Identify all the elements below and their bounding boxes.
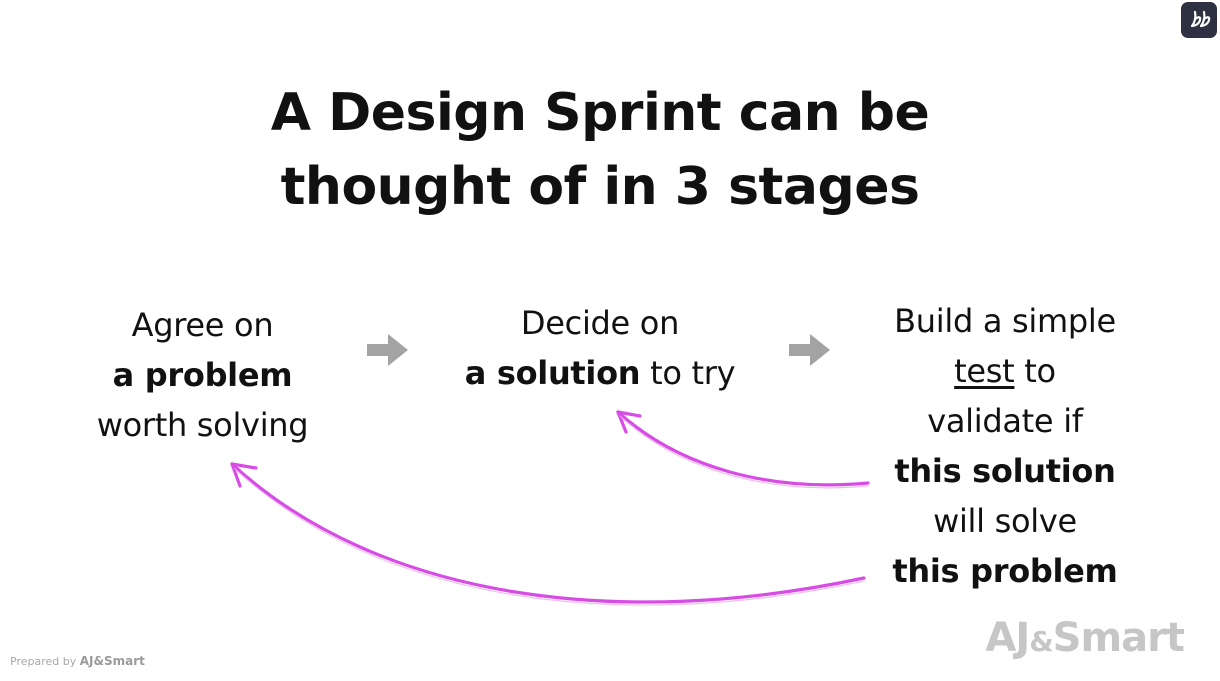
brand-watermark-amp: & xyxy=(1029,625,1053,658)
stage-build-line-1: Build a simple xyxy=(894,302,1116,340)
stage-decide-rest: to try xyxy=(640,354,736,392)
video-logo-icon[interactable] xyxy=(1181,2,1217,38)
curved-arrow-icon xyxy=(230,462,866,604)
title-line-2: thought of in 3 stages xyxy=(280,157,920,217)
stage-build-line-6: this problem xyxy=(860,546,1150,596)
curved-arrow-icon-head xyxy=(616,410,642,434)
stage-decide-bold: a solution xyxy=(464,354,641,392)
stage-build-line-4: this solution xyxy=(860,446,1150,496)
stage-agree-line-3: worth solving xyxy=(96,406,309,444)
title-line-1: A Design Sprint can be xyxy=(270,83,930,143)
stage-decide-line-2: a solution to try xyxy=(430,348,770,398)
stage-agree-line-2: a problem xyxy=(60,350,345,400)
stage-agree-line-1: Agree on xyxy=(131,306,274,344)
prepared-by-label: Prepared by xyxy=(10,655,80,668)
right-arrow-icon xyxy=(789,334,830,366)
stage-decide-line-1: Decide on xyxy=(520,304,680,342)
slide-title: A Design Sprint can be thought of in 3 s… xyxy=(0,76,1200,224)
prepared-by-brand: AJ&Smart xyxy=(79,654,145,668)
stage-decide: Decide on a solution to try xyxy=(430,298,770,398)
stage-agree: Agree on a problem worth solving xyxy=(60,300,345,450)
stage-build-line-5: will solve xyxy=(933,502,1077,540)
curved-arrow-icon-head xyxy=(230,462,258,488)
prepared-by-footer: Prepared by AJ&Smart xyxy=(10,653,145,670)
stage-build-underlined: test xyxy=(954,352,1015,390)
brand-watermark-smart: Smart xyxy=(1052,615,1185,661)
brand-watermark: AJ&Smart xyxy=(985,612,1185,668)
stage-build-line-2: test to xyxy=(860,346,1150,396)
right-arrow-icon xyxy=(367,334,408,366)
brand-watermark-aj: AJ xyxy=(985,615,1030,661)
stage-build-bold-solution: this solution xyxy=(894,452,1116,490)
stage-build-bold-problem: this problem xyxy=(892,552,1118,590)
curved-arrow-icon xyxy=(616,410,870,487)
stage-build: Build a simple test to validate if this … xyxy=(860,296,1150,596)
stage-agree-bold: a problem xyxy=(112,356,293,394)
stage-build-line-3: validate if xyxy=(927,402,1083,440)
stage-build-rest: to xyxy=(1014,352,1056,390)
